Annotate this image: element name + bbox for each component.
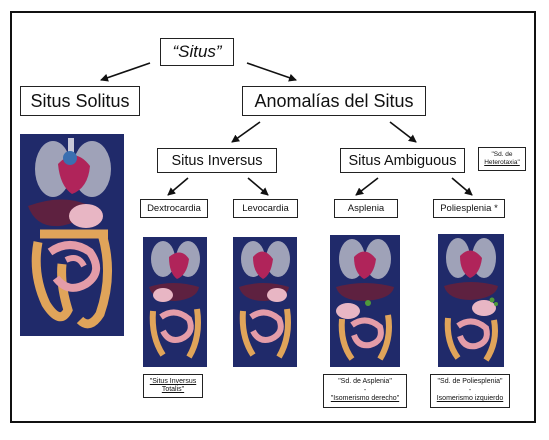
- illustration-levocardia: [233, 237, 297, 367]
- situs-ambiguous-label: Situs Ambiguous: [340, 148, 465, 173]
- caption-asplenia-dash: -: [363, 386, 367, 394]
- caption-poliesplenia-line2: Isomerismo izquierdo: [436, 395, 504, 403]
- illustration-dextrocardia: [143, 237, 207, 367]
- levocardia-label: Levocardia: [233, 199, 298, 218]
- arrow-ambiguous-to-asplenia: [355, 177, 379, 196]
- arrow-ambiguous-to-poliesplenia: [451, 177, 473, 196]
- illustration-poliesplenia: [438, 234, 504, 367]
- arrow-inversus-to-levo: [247, 177, 269, 196]
- asplenia-label: Asplenia: [334, 199, 398, 218]
- anomalias-del-situs-label: Anomalías del Situs: [242, 86, 426, 116]
- situs-solitus-label: Situs Solitus: [20, 86, 140, 116]
- situs-inversus-label: Situs Inversus: [157, 148, 277, 173]
- caption-poliesplenia-line1: "Sd. de Poliesplenia": [437, 378, 503, 386]
- arrow-root-to-anomalias: [246, 62, 297, 82]
- caption-poliesplenia: "Sd. de Poliesplenia" - Isomerismo izqui…: [430, 374, 510, 408]
- caption-asplenia: "Sd. de Asplenia" - "Isomerismo derecho": [323, 374, 407, 408]
- heterotaxia-line1: "Sd. de: [491, 151, 513, 158]
- poliesplenia-label: Poliesplenia *: [433, 199, 505, 218]
- heterotaxia-label: "Sd. de Heterotaxia": [478, 147, 526, 171]
- arrow-root-to-solitus: [100, 62, 151, 82]
- dextrocardia-label: Dextrocardia: [140, 199, 208, 218]
- arrow-anomalias-to-inversus: [231, 121, 261, 143]
- caption-poliesplenia-dash: -: [468, 386, 472, 394]
- caption-asplenia-line1: "Sd. de Asplenia": [338, 378, 392, 386]
- arrow-inversus-to-dextro: [167, 177, 189, 196]
- illustration-asplenia: [330, 235, 400, 367]
- caption-totalis-line1: "Situs Inversus: [149, 377, 197, 385]
- caption-totalis-line2: Totalis": [161, 386, 185, 393]
- caption-asplenia-line2: "Isomerismo derecho": [330, 395, 400, 403]
- situs-root-label: “Situs”: [160, 38, 234, 66]
- heterotaxia-line2: Heterotaxia": [484, 159, 520, 166]
- illustration-situs-solitus: [20, 134, 124, 336]
- caption-situs-inversus-totalis: "Situs Inversus Totalis": [143, 374, 203, 398]
- arrow-anomalias-to-ambiguous: [389, 121, 417, 143]
